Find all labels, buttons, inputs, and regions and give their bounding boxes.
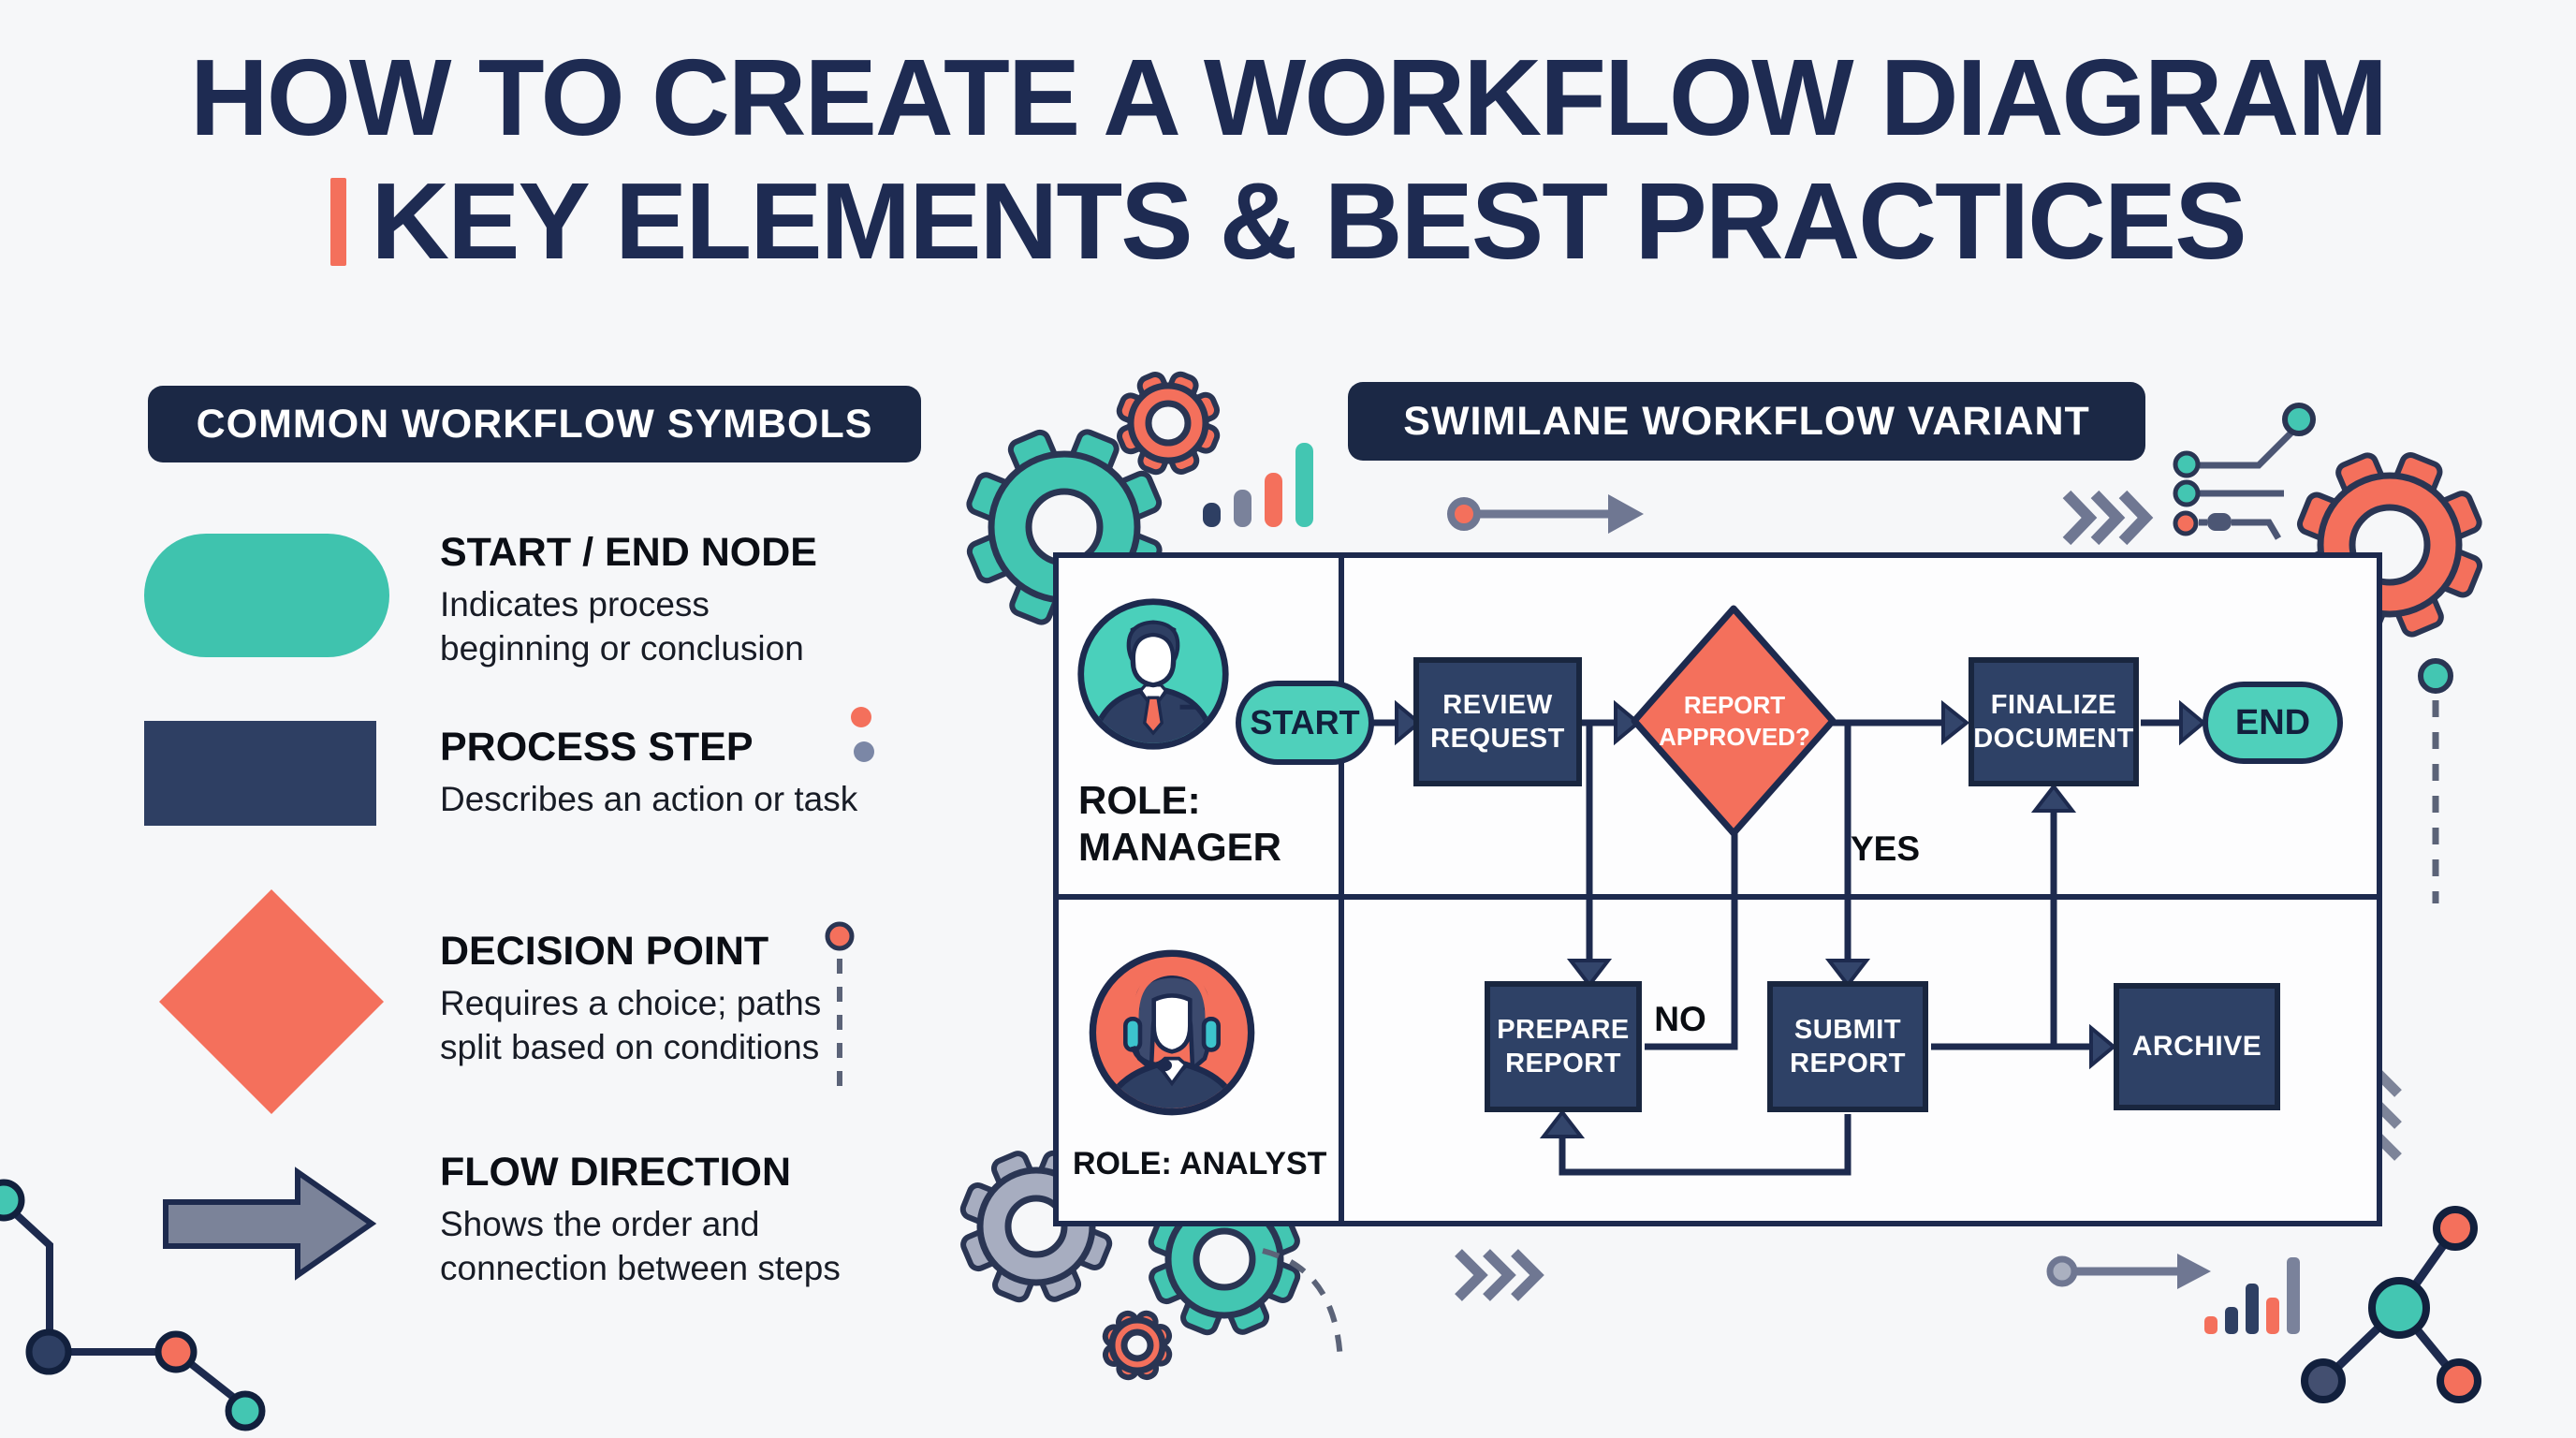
process-step-symbol xyxy=(144,721,376,826)
finalize-document-node: FINALIZE DOCUMENT xyxy=(1969,657,2139,786)
lane-divider xyxy=(1059,894,2377,900)
end-node: END xyxy=(2203,682,2343,764)
archive-node: ARCHIVE xyxy=(2114,983,2280,1110)
gear-icon xyxy=(959,371,2483,1381)
swimlane-section-header: SWIMLANE WORKFLOW VARIANT xyxy=(1348,382,2145,461)
yes-branch-label: YES xyxy=(1850,829,1921,868)
legend-item-title: START / END NODE xyxy=(440,530,817,575)
role-column-divider xyxy=(1339,558,1344,1221)
legend-item-desc: Requires a choice; paths split based on … xyxy=(440,984,822,1066)
no-branch-label: NO xyxy=(1654,1000,1706,1038)
legend-item-desc: Indicates process beginning or conclusio… xyxy=(440,585,804,668)
network-nodes-icon xyxy=(0,1179,266,1431)
arrowheads xyxy=(1395,699,2207,1138)
decision-diamond xyxy=(1631,605,1837,837)
dots-icon xyxy=(851,707,874,762)
decision-node-label: REPORT APPROVED? xyxy=(1659,691,1810,751)
dashed-line-icon xyxy=(2418,658,2453,903)
legend-item-decision: DECISION POINT Requires a choice; paths … xyxy=(440,929,889,1070)
bar-chart-icon xyxy=(2204,1257,2300,1334)
dashed-line-icon xyxy=(825,921,855,1088)
flow-connectors xyxy=(1370,719,2181,1176)
legend-item-desc: Describes an action or task xyxy=(440,780,858,818)
start-end-node-symbol xyxy=(144,534,389,657)
arrow-icon xyxy=(1447,494,1644,534)
title-line-2: KEY ELEMENTS & BEST PRACTICES xyxy=(371,159,2247,282)
legend-item-title: FLOW DIRECTION xyxy=(440,1150,792,1195)
prepare-report-node: PREPARE REPORT xyxy=(1485,981,1642,1112)
legend-item-title: PROCESS STEP xyxy=(440,725,754,770)
submit-report-node: SUBMIT REPORT xyxy=(1767,981,1928,1112)
role-label-manager: ROLE: MANAGER xyxy=(1078,778,1281,869)
legend-item-desc: Shows the order and connection between s… xyxy=(440,1205,841,1287)
role-label-analyst: ROLE: ANALYST xyxy=(1073,1146,1327,1181)
chevrons-icon xyxy=(2062,490,2154,546)
legend-item-title: DECISION POINT xyxy=(440,929,769,974)
legend-item-flow: FLOW DIRECTION Shows the order and conne… xyxy=(440,1150,889,1291)
arrow-icon xyxy=(2046,1254,2211,1289)
bar-chart-icon xyxy=(1203,443,1313,527)
start-node: START xyxy=(1236,681,1374,765)
flow-arrow-sample xyxy=(163,1167,377,1281)
chevrons-icon xyxy=(1455,1249,1544,1301)
title-accent-bar xyxy=(330,177,347,266)
legend-item-start-end: START / END NODE Indicates process begin… xyxy=(440,530,852,671)
legend-item-process: PROCESS STEP Describes an action or task xyxy=(440,725,964,822)
legend-section-header: COMMON WORKFLOW SYMBOLS xyxy=(148,386,921,462)
circuit-lines-icon xyxy=(2173,403,2316,540)
analyst-headset-avatar xyxy=(1089,949,1255,1116)
network-nodes-icon xyxy=(2301,1206,2481,1403)
dashed-arc-icon xyxy=(1262,1248,1343,1363)
manager-avatar xyxy=(1077,598,1229,750)
review-request-node: REVIEW REQUEST xyxy=(1413,657,1582,786)
title-line-1: HOW TO CREATE A WORKFLOW DIAGRAM xyxy=(190,37,2388,158)
page-title: HOW TO CREATE A WORKFLOW DIAGRAM KEY ELE… xyxy=(0,37,2576,282)
